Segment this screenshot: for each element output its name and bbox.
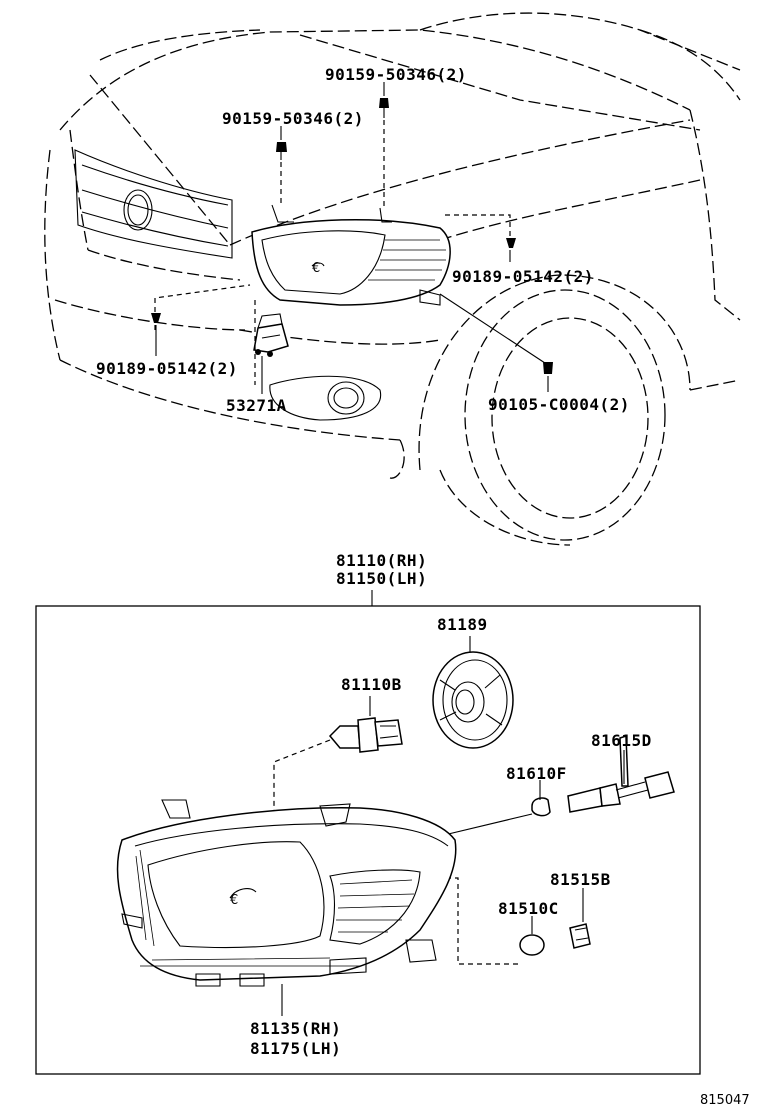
socket-81515b	[569, 923, 591, 949]
label-housing-rh: 81135(RH)	[250, 1019, 341, 1038]
socket-81615d	[567, 734, 675, 813]
label-bolt-top-right: 90159-50346(2)	[325, 65, 467, 84]
bracket-53271a	[253, 313, 289, 357]
label-clip-right: 90189-05142(2)	[452, 267, 594, 286]
fog-lamp-opening	[269, 375, 382, 421]
label-bulb-main: 81110B	[341, 675, 402, 694]
headlamp-housing: €	[116, 799, 457, 987]
bulb-81110b	[328, 717, 403, 753]
diagram-id: 815047	[700, 1093, 750, 1108]
label-socket-wire: 81615D	[591, 731, 652, 750]
label-socket-side: 81515B	[550, 870, 611, 889]
bulb-81510c	[519, 934, 545, 956]
assembly-frame	[35, 605, 701, 1075]
svg-text:€: €	[312, 261, 320, 276]
label-socket-cover: 81189	[437, 615, 488, 634]
label-bolt-top-left: 90159-50346(2)	[222, 109, 364, 128]
socket-cover-81189	[432, 651, 514, 749]
fasteners-upper	[151, 98, 553, 374]
label-screw-bumper: 90105-C0004(2)	[488, 395, 630, 414]
label-bracket: 53271A	[226, 396, 287, 415]
leader-lines-upper	[154, 82, 549, 394]
front-grille	[74, 149, 233, 259]
label-bulb-side: 81510C	[498, 899, 559, 918]
label-clip-left: 90189-05142(2)	[96, 359, 238, 378]
label-bulb-wedge: 81610F	[506, 764, 567, 783]
label-housing-lh: 81175(LH)	[250, 1039, 341, 1058]
label-headlamp-assy-rh: 81110(RH)	[336, 551, 427, 570]
headlamp-installed: €	[251, 204, 451, 306]
svg-text:€: €	[230, 893, 238, 908]
label-headlamp-assy-lh: 81150(LH)	[336, 569, 427, 588]
bulb-81610f	[531, 797, 551, 817]
